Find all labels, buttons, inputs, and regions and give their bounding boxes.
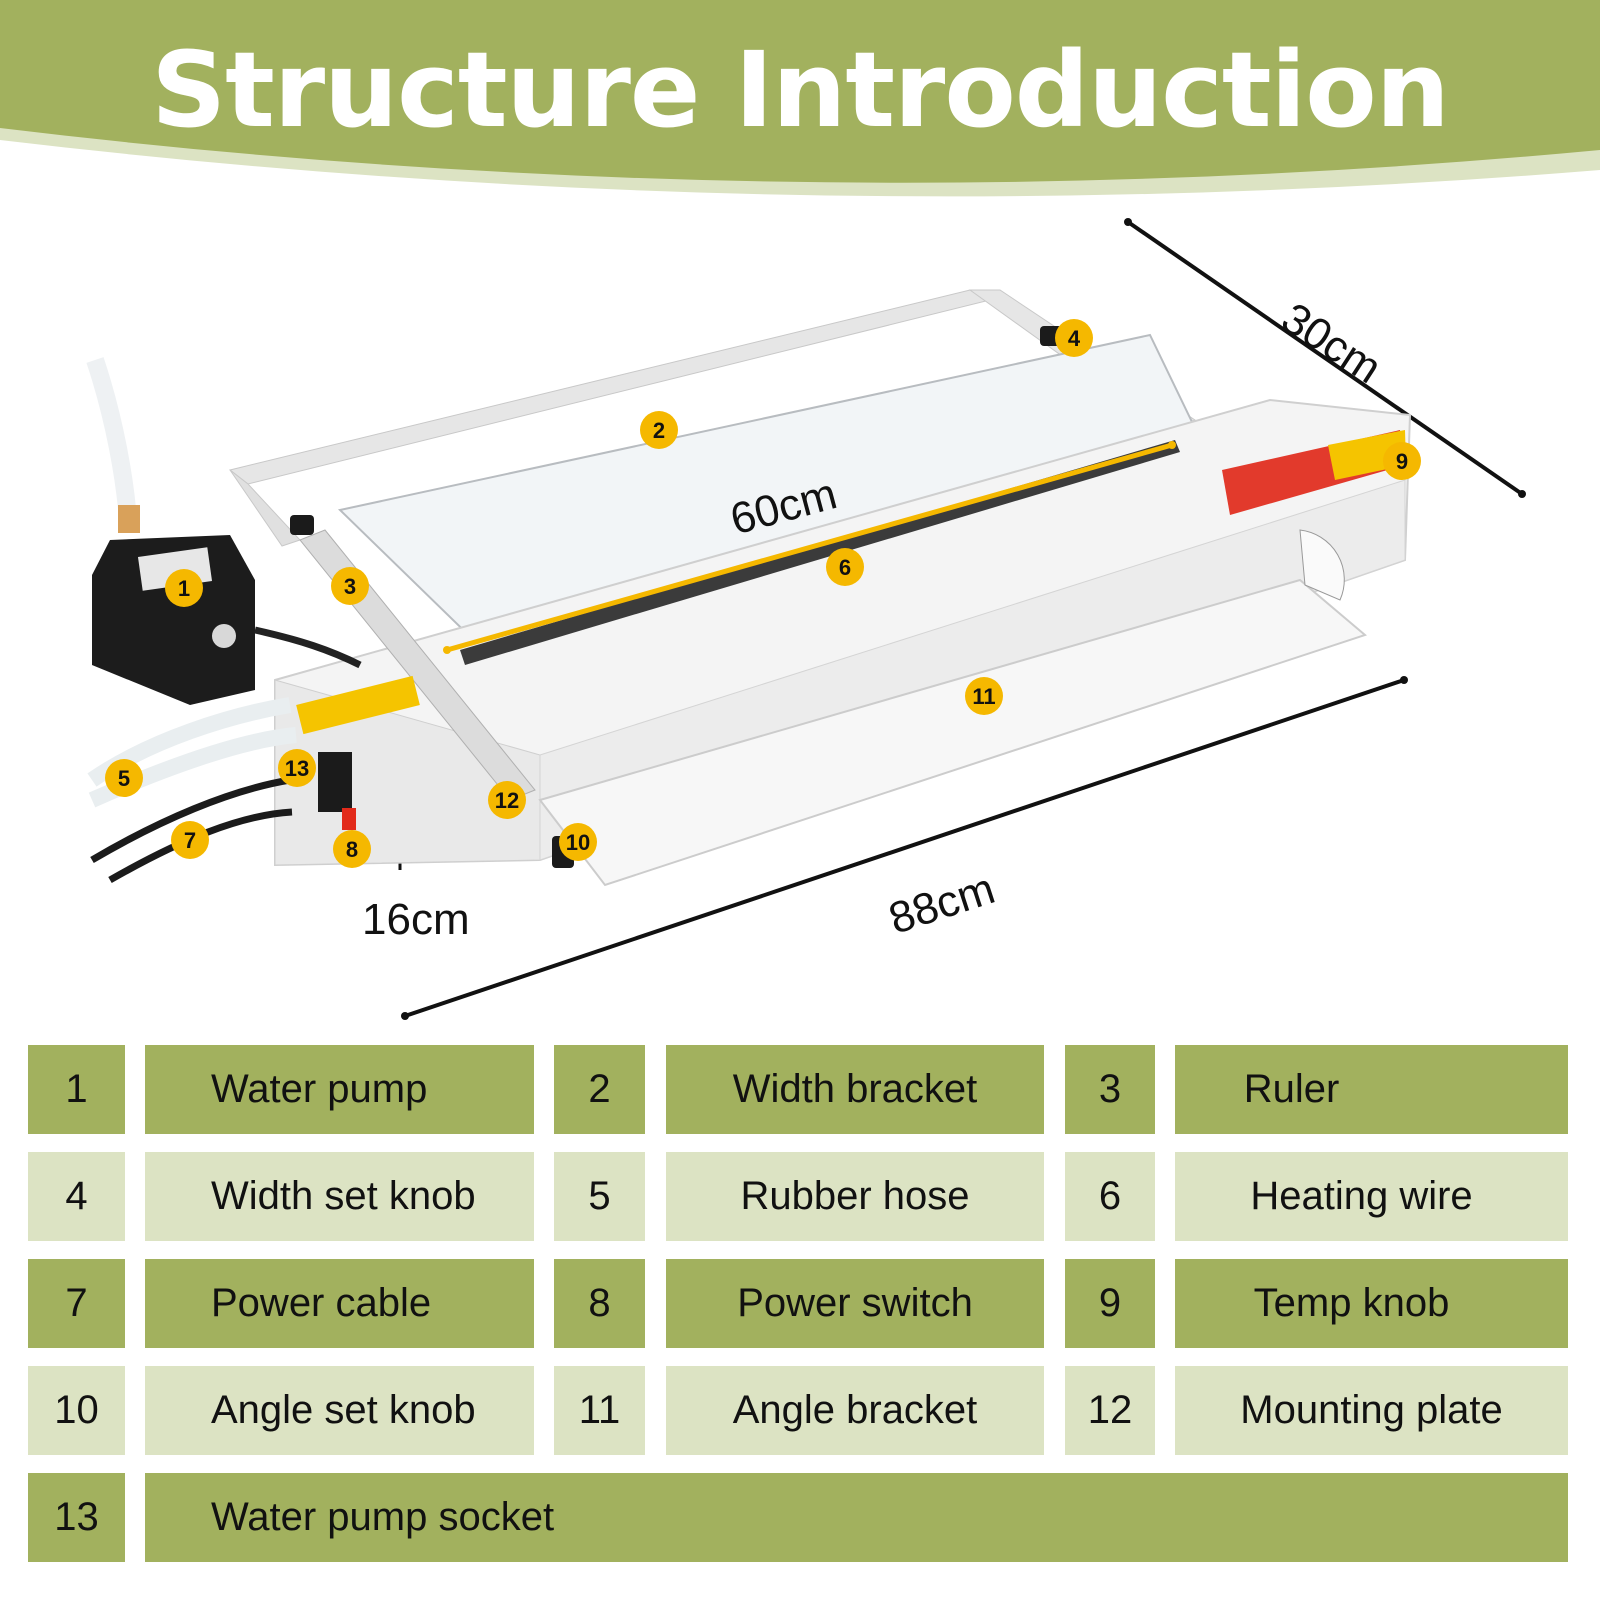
callout-1-badge [165, 569, 203, 607]
height-dimension-label: 16cm [362, 895, 470, 944]
legend-label: Ruler [1175, 1045, 1568, 1134]
heating-wire-highlight [446, 442, 1173, 653]
power-switch-shape [342, 808, 356, 830]
callout-10-badge [559, 823, 597, 861]
legend-number: 9 [1065, 1259, 1155, 1348]
warning-label-front [296, 675, 420, 735]
callout-1-number: 1 [178, 576, 190, 601]
callout-12-badge [488, 781, 526, 819]
legend-label: Water pump [145, 1045, 534, 1134]
callout-8-badge [333, 830, 371, 868]
legend-number: 4 [28, 1152, 125, 1241]
callout-10-number: 10 [566, 830, 590, 855]
legend-label: Mounting plate [1175, 1366, 1568, 1455]
legend-number: 6 [1065, 1152, 1155, 1241]
legend-label: Power cable [145, 1259, 534, 1348]
legend-label: Angle bracket [666, 1366, 1044, 1455]
legend-label: Power switch [666, 1259, 1044, 1348]
callout-6-badge [826, 548, 864, 586]
product-illustration: 1 2 3 4 5 6 7 8 9 10 11 12 13 [86, 218, 1526, 1020]
legend-label: Angle set knob [145, 1366, 534, 1455]
callout-6-number: 6 [839, 555, 851, 580]
power-cable-shape [90, 776, 291, 864]
legend-number: 3 [1065, 1045, 1155, 1134]
callout-5-number: 5 [118, 766, 130, 791]
header-banner: Structure Introduction [0, 0, 1600, 230]
callout-2-number: 2 [653, 418, 665, 443]
callout-7-badge [171, 821, 209, 859]
callout-8-number: 8 [346, 837, 358, 862]
knob-shape [290, 515, 314, 535]
legend-number: 1 [28, 1045, 125, 1134]
callout-5-badge [105, 759, 143, 797]
callout-13-badge [278, 749, 316, 787]
callout-12-number: 12 [495, 788, 519, 813]
page-title: Structure Introduction [151, 29, 1450, 151]
callout-9-badge [1383, 442, 1421, 480]
callout-13-number: 13 [285, 756, 309, 781]
depth-dimension-line [1126, 220, 1524, 496]
length-dimension-line [404, 678, 1405, 1018]
callout-9-number: 9 [1396, 449, 1408, 474]
callout-7-number: 7 [184, 828, 196, 853]
callout-badges [105, 319, 1421, 868]
legend-label: Temp knob [1175, 1259, 1568, 1348]
callout-11-badge [965, 677, 1003, 715]
callout-3-number: 3 [344, 574, 356, 599]
legend-number: 12 [1065, 1366, 1155, 1455]
legend-label: Water pump socket [145, 1473, 1568, 1562]
protractor-shape [1299, 529, 1345, 601]
callout-3-badge [331, 567, 369, 605]
legend-number: 5 [554, 1152, 645, 1241]
legend-number: 10 [28, 1366, 125, 1455]
heating-wire-channel [460, 440, 1180, 665]
legend-number: 7 [28, 1259, 125, 1348]
header-background [0, 0, 1600, 197]
legend-label: Heating wire [1175, 1152, 1568, 1241]
legend-number: 2 [554, 1045, 645, 1134]
legend-number: 11 [554, 1366, 645, 1455]
power-socket-shape [318, 752, 352, 812]
legend-label: Width set knob [145, 1152, 534, 1241]
callout-11-number: 11 [972, 684, 995, 709]
legend-number: 13 [28, 1473, 125, 1562]
legend-number: 8 [554, 1259, 645, 1348]
callout-4-number: 4 [1068, 326, 1081, 351]
pump-cable [254, 626, 362, 669]
callout-2-badge [640, 411, 678, 449]
callout-4-badge [1055, 319, 1093, 357]
legend-label: Rubber hose [666, 1152, 1044, 1241]
legend-label: Width bracket [666, 1045, 1044, 1134]
